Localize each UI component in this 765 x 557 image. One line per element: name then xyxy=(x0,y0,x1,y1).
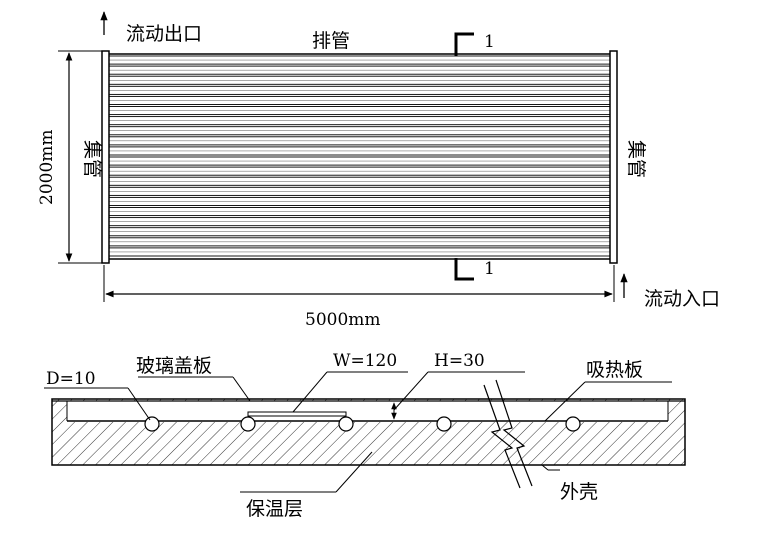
section-mark-top-number: 1 xyxy=(484,32,495,52)
section-tube xyxy=(338,416,354,432)
top-view: 流动出口 流动入口 排管 1 1 集管 集管 2000mm 5000mm xyxy=(37,11,720,330)
header-left xyxy=(101,50,110,264)
shell-label: 外壳 xyxy=(560,481,598,503)
width-dim-label: 5000mm xyxy=(305,310,381,330)
outlet-label: 流动出口 xyxy=(126,23,202,45)
break-line xyxy=(483,384,521,489)
section-tubes xyxy=(144,416,581,432)
section-tube xyxy=(240,416,256,432)
tubes-label: 排管 xyxy=(312,30,350,52)
air-gap xyxy=(67,401,668,422)
section-mark-bottom xyxy=(454,258,474,281)
section-mark-top xyxy=(454,32,474,56)
header-left-label: 集管 xyxy=(81,140,103,178)
section-view: D=10 玻璃盖板 W=120 H=30 吸热板 保温层 外壳 xyxy=(44,351,686,520)
insulation-label: 保温层 xyxy=(246,498,303,520)
section-tube xyxy=(565,416,581,432)
tube-bundle xyxy=(108,53,611,260)
section-tube xyxy=(144,416,160,432)
height-label: H=30 xyxy=(434,351,485,371)
height-dim-label: 2000mm xyxy=(37,129,57,205)
header-right xyxy=(609,50,618,264)
inlet-label: 流动入口 xyxy=(644,288,720,310)
glass-cover-label: 玻璃盖板 xyxy=(136,355,212,377)
diameter-label: D=10 xyxy=(46,369,96,389)
absorber-label: 吸热板 xyxy=(586,359,643,381)
width-label: W=120 xyxy=(333,351,397,371)
header-right-label: 集管 xyxy=(625,140,647,178)
section-tube xyxy=(436,416,452,432)
fin-segment xyxy=(247,411,347,417)
section-mark-bottom-number: 1 xyxy=(484,259,495,279)
